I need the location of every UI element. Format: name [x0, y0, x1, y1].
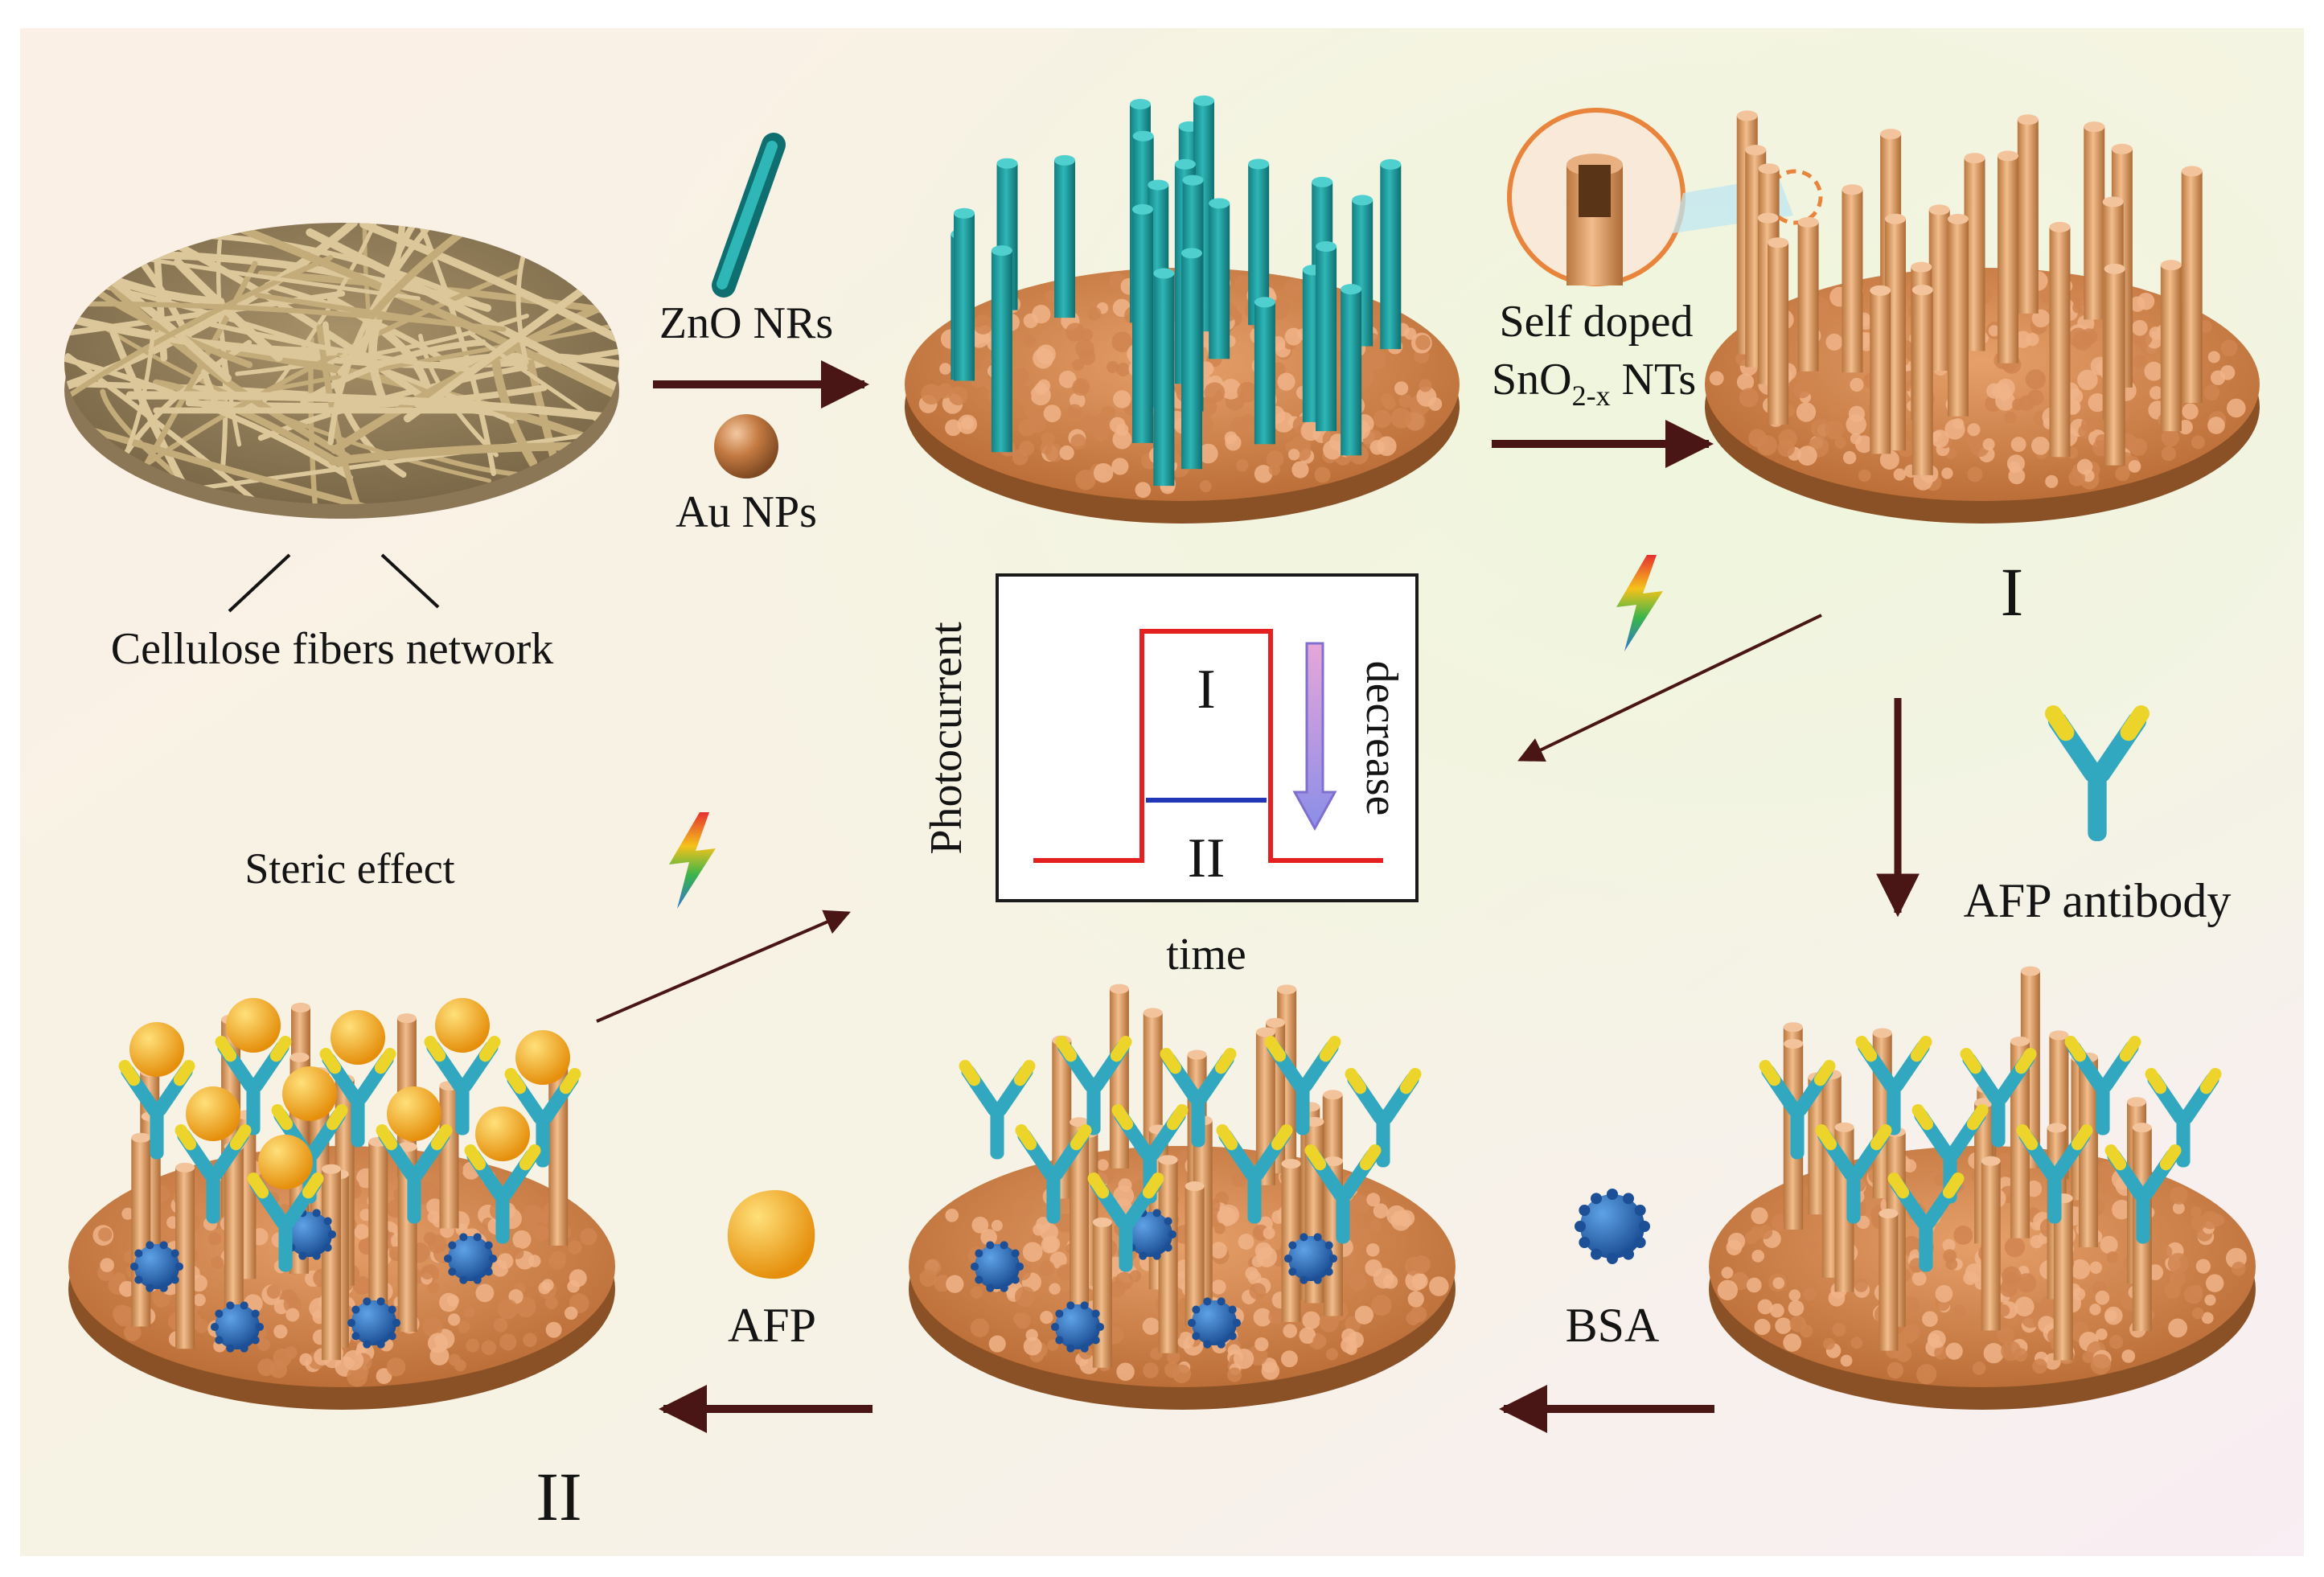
pointer-line-left: [228, 553, 291, 613]
state-two-label: II: [536, 1458, 581, 1535]
au-nanoparticle-icon: [714, 414, 778, 478]
afp-icon: [727, 1189, 815, 1279]
afp-antibody-label: AFP antibody: [1964, 874, 2232, 927]
sno2-nanotube-disc: [1705, 110, 2260, 524]
steric-effect-label: Steric effect: [244, 844, 454, 893]
au-label: Au NPs: [675, 487, 817, 537]
light-bolt-right: [1616, 555, 1663, 651]
sno2-label: SnO2-x NTs: [1492, 355, 1696, 412]
bsa-blocked-disc: [909, 984, 1456, 1410]
curve-one: [1033, 629, 1383, 863]
arrow-to-graph-from-one: [1517, 614, 1822, 762]
afp-captured-disc: [68, 998, 615, 1410]
pointer-line-right: [380, 553, 440, 609]
cellulose-fiber-disc: [64, 223, 619, 519]
light-bolt-left: [669, 812, 716, 909]
graph-ylabel: Photocurrent: [922, 622, 971, 855]
decrease-arrow-icon: [1292, 642, 1337, 832]
arrow-to-graph-from-two: [596, 910, 851, 1023]
cellulose-label: Cellulose fibers network: [111, 624, 554, 674]
bsa-icon: [1575, 1189, 1650, 1264]
zno-nanorod-disc: [905, 95, 1460, 524]
antibody-modified-disc: [1709, 966, 2256, 1410]
photocurrent-graph: I II decrease Photocurrent time: [922, 573, 1419, 979]
graph-xlabel: time: [1166, 930, 1246, 979]
afp-antibody-icon: [2044, 705, 2150, 841]
state-one-label: I: [2001, 553, 2024, 630]
graph-level-two: II: [1188, 828, 1226, 889]
bsa-label: BSA: [1566, 1299, 1660, 1352]
zno-nanorod-icon: [712, 133, 786, 298]
zno-label: ZnO NRs: [659, 298, 833, 348]
afp-label: AFP: [728, 1299, 816, 1352]
graph-level-one: I: [1197, 659, 1215, 721]
self-doped-label: Self doped: [1499, 297, 1693, 347]
graph-trend-label: decrease: [1357, 661, 1406, 816]
